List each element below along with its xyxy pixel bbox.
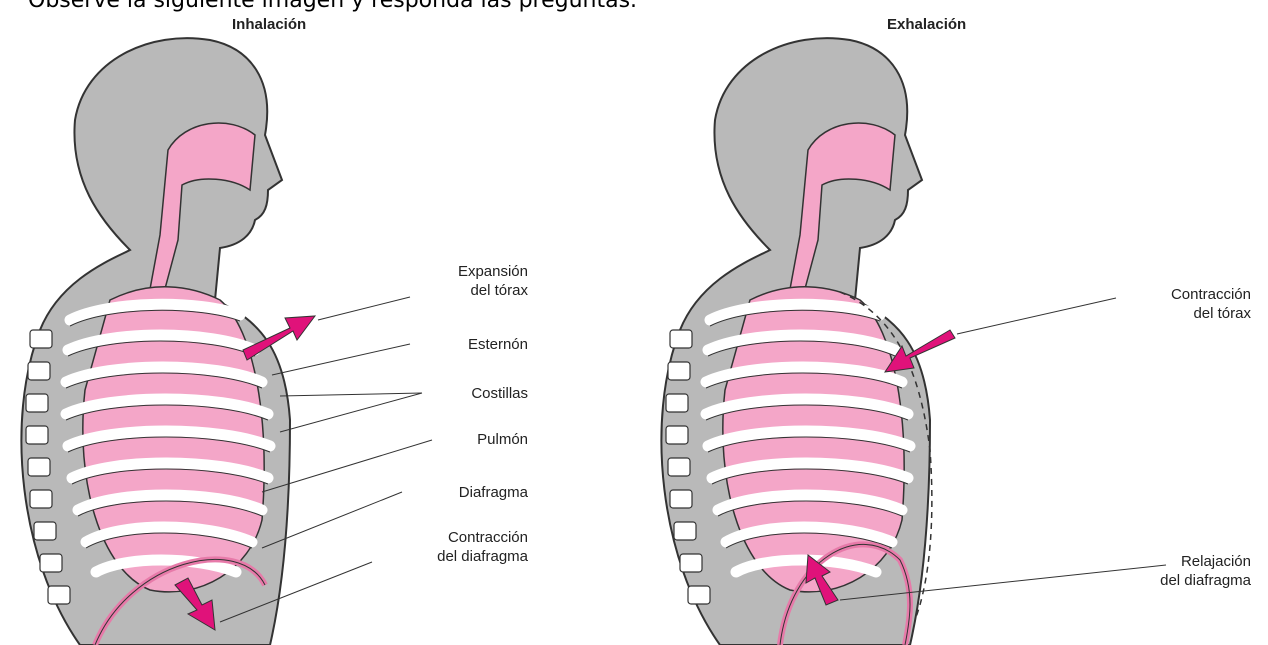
label-expansion-line2: del tórax [458, 281, 528, 300]
label-diaphragm-relaxation-line1: Relajación [1160, 552, 1251, 571]
inhalation-title: Inhalación [232, 16, 306, 33]
exhalation-figure [661, 38, 1166, 645]
label-thorax-contraction-line2: del tórax [1171, 304, 1251, 323]
label-diaphragm-contraction-line2: del diafragma [437, 547, 528, 566]
label-diaphragm-contraction-line1: Contracción [437, 528, 528, 547]
label-diaphragm-contraction: Contracción del diafragma [437, 528, 528, 566]
label-expansion-thorax: Expansión del tórax [458, 262, 528, 300]
label-sternum: Esternón [468, 335, 528, 354]
label-lung: Pulmón [477, 430, 528, 449]
label-diaphragm-relaxation-line2: del diafragma [1160, 571, 1251, 590]
label-diaphragm: Diafragma [459, 483, 528, 502]
label-thorax-contraction: Contracción del tórax [1171, 285, 1251, 323]
exhalation-title: Exhalación [887, 16, 966, 33]
label-diaphragm-relaxation: Relajación del diafragma [1160, 552, 1251, 590]
instruction-text: Observe la siguiente imagen y responda l… [28, 0, 637, 13]
inhalation-figure [21, 38, 432, 645]
label-ribs: Costillas [471, 384, 528, 403]
label-thorax-contraction-line1: Contracción [1171, 285, 1251, 304]
label-expansion-line1: Expansión [458, 262, 528, 281]
